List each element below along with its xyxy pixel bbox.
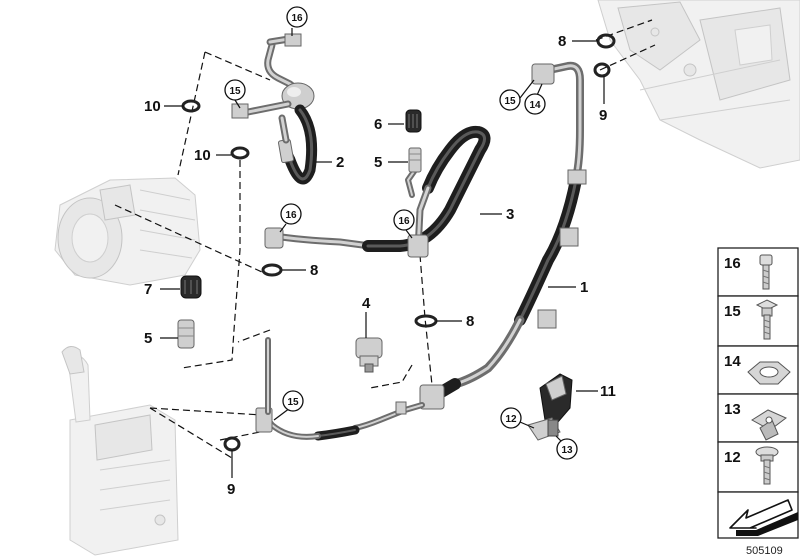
label-2: 2 [336, 154, 344, 171]
label-9-b: 9 [227, 481, 235, 498]
svg-text:15: 15 [724, 303, 741, 320]
svg-text:13: 13 [724, 401, 741, 418]
label-10-b: 10 [194, 147, 211, 164]
callout-14: 14 [524, 93, 546, 115]
compressor-ghost [54, 177, 201, 286]
label-8-b: 8 [466, 313, 474, 330]
heat-exchanger-ghost [61, 346, 179, 556]
svg-text:16: 16 [285, 210, 297, 221]
callout-15-b: 15 [499, 89, 521, 111]
arrow-down-left-icon [729, 499, 798, 536]
label-5-a: 5 [374, 154, 382, 171]
o-rings [181, 33, 616, 452]
pressure-sensor-4 [355, 337, 383, 373]
assembly-guide-lines [114, 19, 656, 459]
svg-text:15: 15 [504, 96, 516, 107]
legend-row-15[interactable]: 15 [717, 295, 799, 347]
svg-text:15: 15 [229, 86, 241, 97]
label-3: 3 [506, 206, 514, 223]
leader-lines [160, 28, 605, 478]
svg-text:16: 16 [291, 13, 303, 24]
label-1: 1 [580, 279, 588, 296]
callout-15-c: 15 [282, 390, 304, 412]
hvac-unit-ghost [597, 0, 800, 169]
callout-15-a: 15 [224, 79, 246, 101]
svg-text:14: 14 [529, 100, 541, 111]
refrigerant-line-1 [255, 61, 587, 441]
svg-text:12: 12 [505, 414, 517, 425]
callout-12: 12 [500, 407, 522, 429]
svg-text:16: 16 [724, 255, 741, 272]
service-cap-6 [405, 109, 422, 133]
svg-text:12: 12 [724, 449, 741, 466]
label-8-c: 8 [558, 33, 566, 50]
svg-text:16: 16 [398, 216, 410, 227]
legend-row-13[interactable]: 13 [717, 393, 799, 443]
hex-nut-icon [747, 361, 791, 385]
label-8-a: 8 [310, 262, 318, 279]
svg-text:15: 15 [287, 397, 299, 408]
service-valve-5-top [408, 147, 422, 173]
service-valve-5-bottom [177, 319, 195, 349]
svg-text:13: 13 [561, 445, 573, 456]
label-11: 11 [600, 383, 616, 400]
legend-row-16[interactable]: 16 [717, 247, 799, 297]
callout-16-b: 16 [280, 203, 302, 225]
label-10-a: 10 [144, 98, 161, 115]
collar-bolt-icon [755, 446, 779, 485]
label-4: 4 [362, 295, 371, 312]
callout-16-c: 16 [393, 209, 415, 231]
label-9-a: 9 [599, 107, 607, 124]
label-5-b: 5 [144, 330, 152, 347]
bolt-collar-icon [755, 299, 779, 340]
bracket-11 [527, 373, 573, 441]
document-number: 505109 [746, 545, 783, 557]
callout-16-a: 16 [286, 6, 308, 28]
refrigerant-line-2 [231, 33, 318, 185]
legend-row-12[interactable]: 12 [717, 441, 799, 493]
legend-footer[interactable] [717, 491, 799, 539]
svg-text:14: 14 [724, 353, 741, 370]
legend-row-14[interactable]: 14 [717, 345, 799, 395]
refrigerant-line-3 [264, 125, 491, 258]
label-7: 7 [144, 281, 152, 298]
service-cap-7 [180, 275, 202, 299]
parts-legend: 16 15 14 [717, 247, 799, 539]
bolt-torx-icon [759, 254, 773, 290]
callout-13: 13 [556, 438, 578, 460]
clip-nut-icon [751, 409, 787, 441]
label-6: 6 [374, 116, 382, 133]
